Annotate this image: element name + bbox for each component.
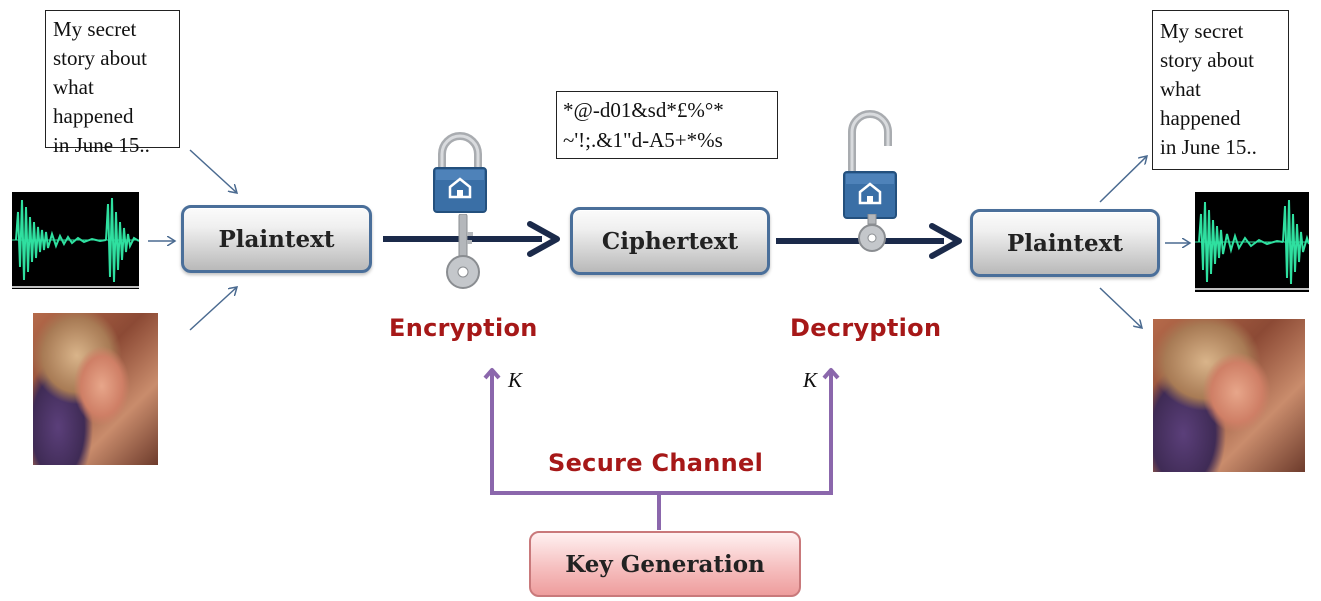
ciphertext-node: Ciphertext: [570, 207, 770, 275]
audio-waveform-icon: [1195, 192, 1309, 292]
padlock-open-icon: [843, 110, 897, 219]
secure-channel-line: [483, 368, 840, 530]
decryption-label: Decryption: [790, 314, 942, 342]
encryption-key-symbol: K: [508, 368, 523, 392]
portrait-photo-icon: [33, 313, 158, 465]
plaintext-input-node: Plaintext: [181, 205, 372, 273]
key-icon: [858, 214, 886, 252]
secure-channel-label: Secure Channel: [548, 449, 764, 477]
audio-waveform-icon: [12, 192, 139, 289]
plaintext-to-note-arrow: [1099, 156, 1147, 203]
plaintext-story-note: My secret story about what happened in J…: [45, 10, 180, 157]
encryption-label: Encryption: [389, 314, 538, 342]
plaintext-story-note-output: My secret story about what happened in J…: [1152, 10, 1289, 170]
note-to-plaintext-arrow: [189, 149, 237, 193]
plaintext-to-image-arrow: [1099, 287, 1142, 328]
portrait-photo-icon: [1153, 319, 1305, 472]
key-icon: [446, 214, 480, 289]
decryption-key-symbol: K: [803, 368, 818, 392]
plaintext-output-node: Plaintext: [970, 209, 1160, 277]
image-to-plaintext-arrow: [189, 287, 237, 331]
ciphertext-sample-note: *@-d01&sd*£%°* ~'!;.&1"d-A5+*%s: [556, 91, 778, 159]
padlock-closed-icon: [433, 132, 487, 213]
key-generation-box: Key Generation: [529, 531, 801, 597]
